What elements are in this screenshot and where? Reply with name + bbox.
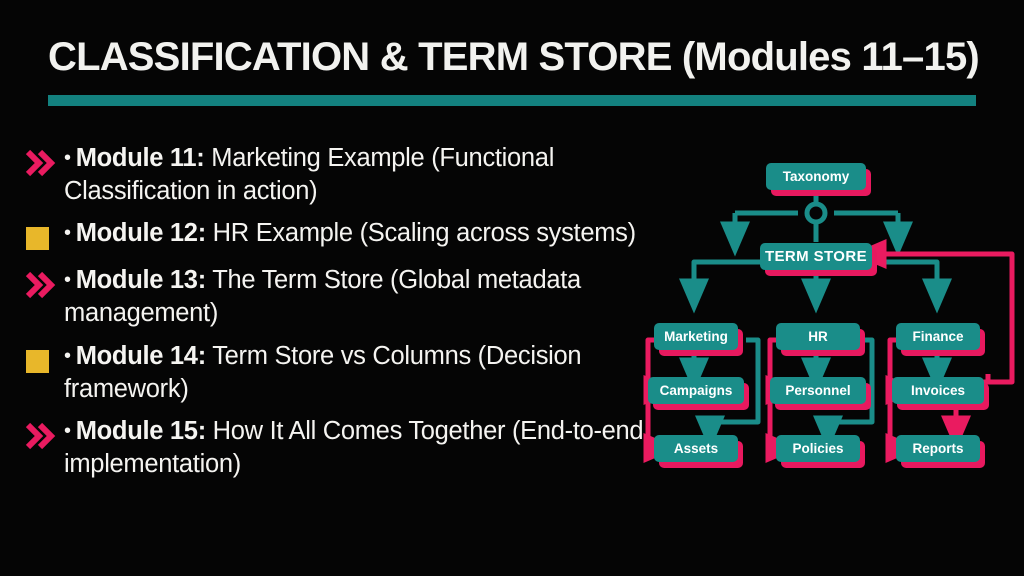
node-campaigns[interactable]: Campaigns	[648, 377, 744, 404]
list-item-text: •Module 13: The Term Store (Global metad…	[64, 264, 660, 330]
list-item: •Module 11: Marketing Example (Functiona…	[20, 142, 660, 208]
yellow-square-icon	[20, 221, 64, 255]
page-title: CLASSIFICATION & TERM STORE (Modules 11–…	[48, 35, 980, 79]
list-item-rest: Marketing Example (Functional Classifica…	[64, 144, 555, 206]
module-bullet-list: •Module 11: Marketing Example (Functiona…	[20, 142, 660, 490]
node-hr[interactable]: HR	[776, 323, 860, 350]
yellow-square-icon	[20, 344, 64, 378]
title-underline-rule	[48, 95, 976, 106]
node-term-store[interactable]: TERM STORE	[760, 243, 872, 270]
list-item-text: •Module 15: How It All Comes Together (E…	[64, 415, 660, 481]
bullet-dot: •	[64, 419, 71, 442]
pink-double-chevron-icon	[20, 146, 64, 180]
node-personnel[interactable]: Personnel	[770, 377, 866, 404]
diagram-connectors	[643, 192, 1015, 463]
node-invoices[interactable]: Invoices	[892, 377, 984, 404]
list-item: •Module 14: Term Store vs Columns (Decis…	[20, 340, 660, 406]
bullet-dot: •	[64, 147, 71, 169]
list-item-lead: Module 12:	[75, 219, 206, 248]
node-policies[interactable]: Policies	[776, 435, 860, 462]
node-marketing[interactable]: Marketing	[654, 323, 738, 350]
bullet-dot: •	[64, 344, 71, 367]
list-item: •Module 15: How It All Comes Together (E…	[20, 415, 660, 481]
bullet-dot: •	[64, 269, 71, 292]
list-item: •Module 13: The Term Store (Global metad…	[20, 264, 660, 330]
list-item-rest: The Term Store (Global metadata manageme…	[64, 266, 581, 328]
node-taxonomy[interactable]: Taxonomy	[766, 163, 866, 190]
pink-double-chevron-icon	[20, 419, 64, 453]
node-assets[interactable]: Assets	[654, 435, 738, 462]
list-item-lead: Module 13:	[75, 266, 206, 295]
list-item-text: •Module 11: Marketing Example (Functiona…	[64, 142, 660, 208]
taxonomy-term-store-diagram: Taxonomy TERM STORE Marketing Campaigns …	[620, 150, 1024, 480]
node-reports[interactable]: Reports	[896, 435, 980, 462]
list-item-text: •Module 12: HR Example (Scaling across s…	[64, 217, 660, 250]
list-item-lead: Module 14:	[75, 341, 206, 370]
bullet-dot: •	[64, 222, 71, 245]
list-item-rest: HR Example (Scaling across systems)	[205, 219, 636, 248]
list-item-lead: Module 15:	[75, 416, 206, 445]
list-item-text: •Module 14: Term Store vs Columns (Decis…	[64, 340, 660, 406]
junction-node-icon	[804, 201, 828, 225]
list-item-lead: Module 11:	[75, 144, 205, 172]
pink-double-chevron-icon	[20, 268, 64, 302]
list-item-rest: How It All Comes Together (End-to-end im…	[64, 416, 644, 478]
node-finance[interactable]: Finance	[896, 323, 980, 350]
list-item-rest: Term Store vs Columns (Decision framewor…	[64, 341, 582, 403]
list-item: •Module 12: HR Example (Scaling across s…	[20, 217, 660, 255]
